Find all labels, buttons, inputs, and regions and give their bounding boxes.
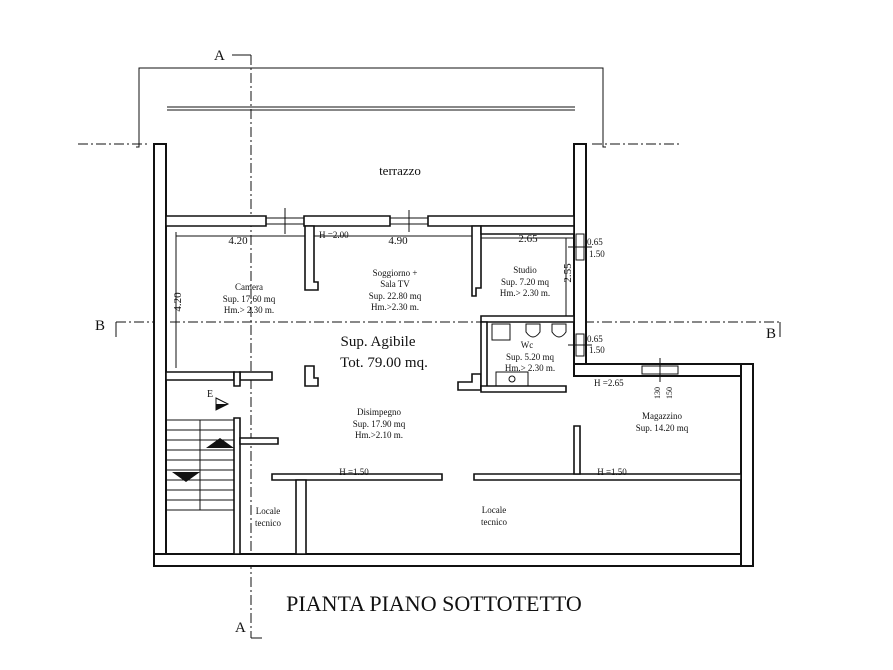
- room-studio-name: Studio: [513, 265, 537, 275]
- room-soggiorno: Soggiorno + Sala TV Sup. 22.80 mq Hm.>2.…: [369, 268, 422, 312]
- dim-corridor-h: H =1.50: [339, 467, 369, 477]
- room-soggiorno-name2: Sala TV: [380, 279, 410, 289]
- dimension-labels: 4.20 4.20 H =2.00 4.90 2.65 2.55 0.65 1.…: [172, 230, 674, 477]
- section-a-top: A: [214, 48, 225, 64]
- section-lines: [78, 54, 781, 639]
- room-magazzino-name: Magazzino: [642, 411, 682, 421]
- room-disimpegno: Disimpegno Sup. 17.90 mq Hm.>2.10 m.: [353, 407, 406, 440]
- dim-studio-height: 2.55: [562, 263, 574, 283]
- room-soggiorno-name1: Soggiorno +: [373, 268, 418, 278]
- stairs: [166, 419, 234, 511]
- section-b-left: B: [95, 318, 105, 334]
- room-locale-tecnico-large-line2: tecnico: [481, 517, 507, 527]
- room-camera-sup: Sup. 17.60 mq: [223, 294, 276, 304]
- dim-window2-w: 0.65: [587, 334, 603, 344]
- dim-window2-h: 1.50: [589, 345, 605, 355]
- dim-camera-height: 4.20: [172, 292, 184, 312]
- dim-magazzino-h: H =2.65: [594, 378, 624, 388]
- entrance-label: E: [207, 389, 213, 400]
- room-studio: Studio Sup. 7.20 mq Hm.> 2.30 m.: [500, 265, 550, 298]
- entrance-marker: E: [207, 389, 230, 411]
- dim-studio-width: 2.65: [518, 233, 538, 245]
- room-camera: Camera Sup. 17.60 mq Hm.> 2.30 m.: [223, 282, 276, 315]
- total-area-line2: Tot. 79.00 mq.: [340, 355, 428, 371]
- room-wc-sup: Sup. 5.20 mq: [506, 352, 555, 362]
- dim-soggiorno-h: H =2.00: [319, 230, 349, 240]
- room-terrazzo: terrazzo: [379, 163, 421, 178]
- dim-soggiorno-width: 4.90: [388, 235, 408, 247]
- room-magazzino: Magazzino Sup. 14.20 mq: [636, 411, 689, 433]
- dim-window1-w: 0.65: [587, 237, 603, 247]
- windows-right: [568, 233, 679, 382]
- room-disimpegno-name: Disimpegno: [357, 407, 401, 417]
- total-area: Sup. Agibile Tot. 79.00 mq.: [340, 334, 428, 371]
- plan-title: PIANTA PIANO SOTTOTETTO: [286, 591, 582, 616]
- room-wc: Wc Sup. 5.20 mq Hm.> 2.30 m.: [505, 340, 555, 373]
- outer-walls: [153, 143, 754, 567]
- dim-magazzino-low-h: H =1.50: [597, 467, 627, 477]
- room-camera-hm: Hm.> 2.30 m.: [224, 305, 274, 315]
- room-camera-name: Camera: [235, 282, 263, 292]
- room-studio-hm: Hm.> 2.30 m.: [500, 288, 550, 298]
- room-locale-tecnico-small: Locale tecnico: [255, 506, 281, 528]
- room-soggiorno-hm: Hm.>2.30 m.: [371, 302, 419, 312]
- roof-outline: [136, 67, 606, 148]
- section-a-bottom: A: [235, 620, 246, 636]
- dimension-lines: [175, 232, 574, 368]
- room-studio-sup: Sup. 7.20 mq: [501, 277, 550, 287]
- dim-camera-width: 4.20: [228, 235, 248, 247]
- dim-skylight-h: 150: [665, 387, 674, 399]
- dim-window1-h: 1.50: [589, 249, 605, 259]
- total-area-line1: Sup. Agibile: [340, 334, 415, 350]
- room-disimpegno-hm: Hm.>2.10 m.: [355, 430, 403, 440]
- dim-skylight-w: 130: [653, 387, 662, 399]
- room-disimpegno-sup: Sup. 17.90 mq: [353, 419, 406, 429]
- wc-fixtures: [491, 323, 567, 387]
- room-locale-tecnico-small-line1: Locale: [256, 506, 280, 516]
- room-locale-tecnico-large: Locale tecnico: [481, 505, 507, 527]
- room-locale-tecnico-small-line2: tecnico: [255, 518, 281, 528]
- interior-walls: [165, 225, 742, 555]
- room-wc-hm: Hm.> 2.30 m.: [505, 363, 555, 373]
- terrace-wall: [165, 208, 575, 234]
- room-locale-tecnico-large-line1: Locale: [482, 505, 506, 515]
- room-soggiorno-sup: Sup. 22.80 mq: [369, 291, 422, 301]
- room-magazzino-sup: Sup. 14.20 mq: [636, 423, 689, 433]
- room-wc-name: Wc: [521, 340, 534, 350]
- section-b-right: B: [766, 326, 776, 342]
